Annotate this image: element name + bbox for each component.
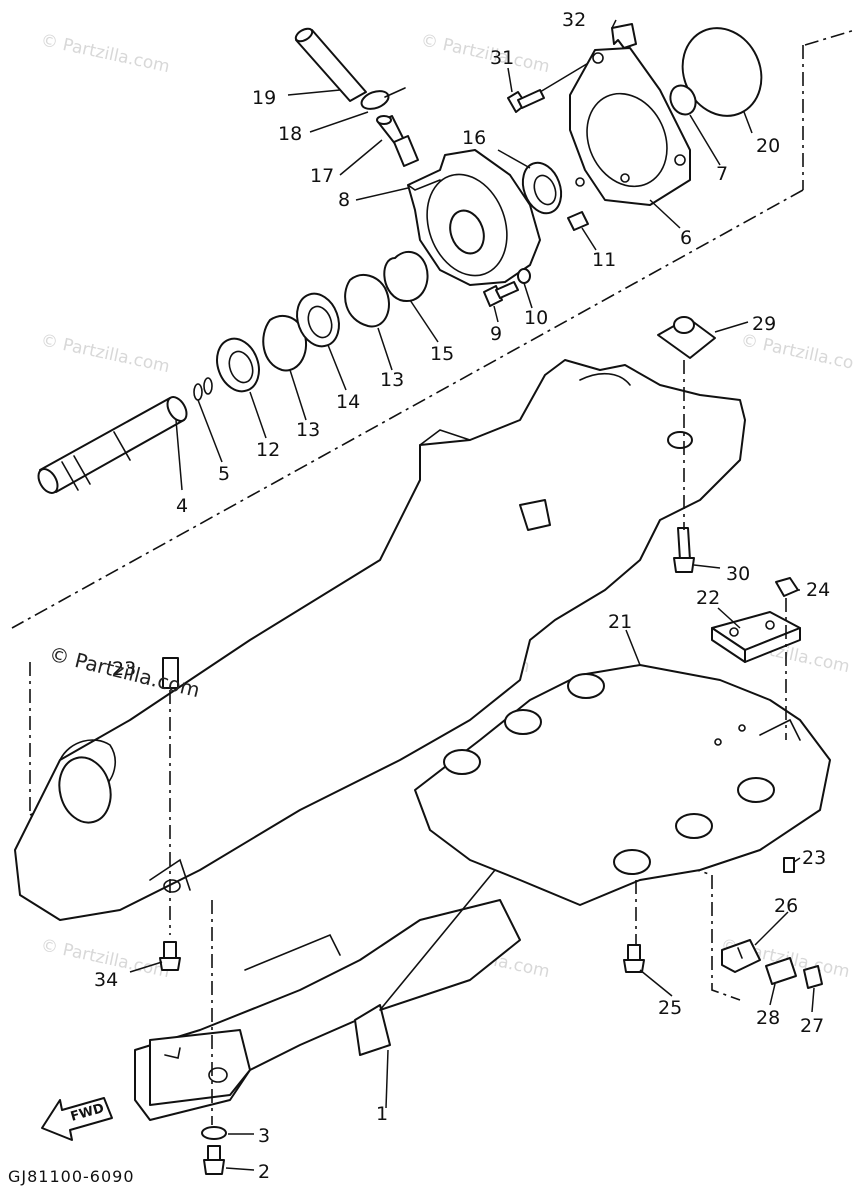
plate-part-28 <box>765 957 797 985</box>
callout-25: 25 <box>658 997 682 1019</box>
bracket-part-32 <box>611 23 637 49</box>
callout-20: 20 <box>756 135 780 157</box>
callout-6: 6 <box>680 227 692 249</box>
callout-9: 9 <box>490 323 502 345</box>
clip-part-18 <box>360 87 406 110</box>
bearing-part-12 <box>216 337 260 393</box>
mount-part-29 <box>657 316 749 359</box>
o-ring-part-5a <box>193 383 203 401</box>
callout-18: 18 <box>278 123 302 145</box>
partzilla-watermark: © Partzilla.com <box>47 642 203 703</box>
fwd-arrow: FWD <box>41 1097 113 1141</box>
callout-13-upper: 13 <box>380 369 404 391</box>
callout-17: 17 <box>310 165 334 187</box>
dowel-part-11 <box>567 211 589 231</box>
callout-24: 24 <box>806 579 830 601</box>
callout-10: 10 <box>524 307 548 329</box>
bolt-part-23 <box>783 857 795 873</box>
leader-lines <box>129 19 815 1171</box>
callout-31: 31 <box>490 47 514 69</box>
bolt-part-2 <box>203 1145 225 1175</box>
watermark: © Partzilla.com <box>739 330 853 377</box>
callout-32: 32 <box>562 9 586 31</box>
callout-2: 2 <box>258 1161 270 1183</box>
bearing-part-16 <box>521 161 563 215</box>
callout-34: 34 <box>94 969 118 991</box>
callout-13-lower: 13 <box>296 419 320 441</box>
callout-4: 4 <box>176 495 188 517</box>
plate-part-21 <box>414 664 831 906</box>
watermark: © Partzilla.com <box>39 30 171 77</box>
callout-28: 28 <box>756 1007 780 1029</box>
ride-plate <box>134 869 521 1121</box>
callout-5: 5 <box>218 463 230 485</box>
watermark: © Partzilla.com <box>419 30 551 77</box>
housing-part-8 <box>407 149 541 286</box>
watermark: © Partzilla.com <box>39 330 171 377</box>
callout-27: 27 <box>800 1015 824 1037</box>
snap-ring-part-15 <box>383 250 429 303</box>
callout-29: 29 <box>752 313 776 335</box>
o-ring-part-7 <box>669 84 697 116</box>
callout-16: 16 <box>462 127 486 149</box>
diagram-code: GJ81100-6090 <box>8 1167 135 1186</box>
callout-26: 26 <box>774 895 798 917</box>
callout-labels: 19 18 17 8 32 31 16 20 7 6 11 10 9 15 13… <box>94 9 830 1183</box>
washer-part-3 <box>201 1126 227 1140</box>
bolt-part-31 <box>507 61 591 113</box>
fitting-part-17 <box>376 115 419 167</box>
callout-8: 8 <box>338 189 350 211</box>
callout-21: 21 <box>608 611 632 633</box>
callout-23-left: 23 <box>112 658 136 680</box>
bearing-part-14 <box>296 292 340 348</box>
bolt-part-27 <box>803 965 823 989</box>
callout-3: 3 <box>258 1125 270 1147</box>
pump-housing-part-1 <box>14 359 746 921</box>
stud-part-33 <box>162 657 179 689</box>
callout-7: 7 <box>716 163 728 185</box>
cover-part-6 <box>569 47 691 206</box>
callout-23-right: 23 <box>802 847 826 869</box>
bolt-part-34 <box>159 941 181 971</box>
washer-part-10 <box>517 268 531 284</box>
clamp-part-26 <box>721 939 761 973</box>
callout-30: 30 <box>726 563 750 585</box>
circlip-part-13-upper <box>344 273 390 328</box>
bolt-part-25 <box>623 944 645 973</box>
callout-15: 15 <box>430 343 454 365</box>
o-ring-part-5b <box>203 377 213 395</box>
callout-22: 22 <box>696 587 720 609</box>
bolt-part-9 <box>483 281 519 307</box>
circlip-part-13-lower <box>262 314 308 372</box>
callout-14: 14 <box>336 391 360 413</box>
alignment-lines <box>169 360 787 1125</box>
shaft-part-4 <box>37 396 188 494</box>
callout-11: 11 <box>592 249 616 271</box>
nut-part-24 <box>775 577 799 597</box>
callout-1: 1 <box>376 1103 388 1125</box>
bolt-part-30 <box>673 527 695 573</box>
pin-part-19 <box>294 27 367 102</box>
callout-19: 19 <box>252 87 276 109</box>
callout-12: 12 <box>256 439 280 461</box>
